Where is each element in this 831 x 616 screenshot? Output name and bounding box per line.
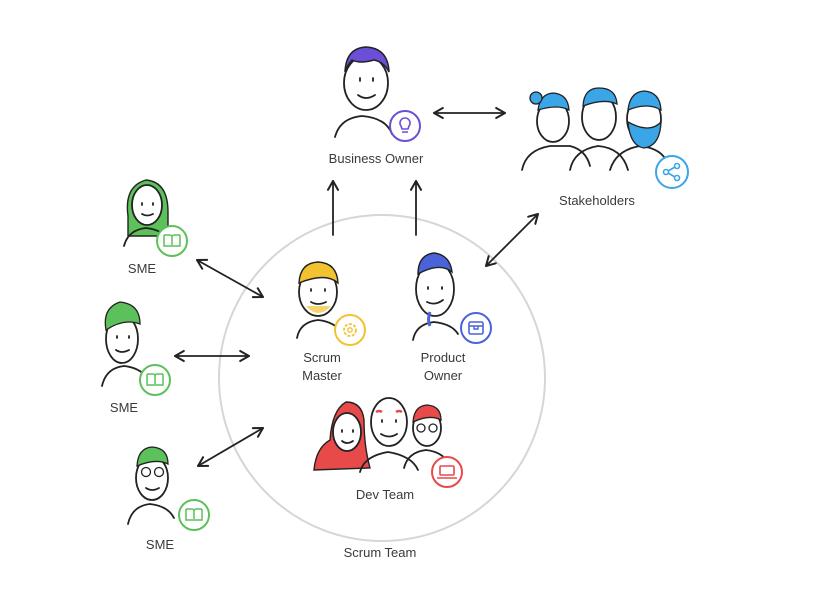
- sme-bottom-label: SME: [146, 537, 175, 552]
- share-icon: [655, 155, 689, 189]
- product-owner-label-line2: Owner: [424, 368, 463, 383]
- book-icon: [178, 499, 210, 531]
- dev-team-label: Dev Team: [356, 487, 414, 502]
- scrum-master-label-line1: Scrum: [303, 350, 341, 365]
- dev-team-avatar: [313, 397, 451, 473]
- scrum-team-label: Scrum Team: [344, 545, 417, 560]
- stakeholders-node: Stakeholders: [521, 87, 689, 208]
- business-owner-node: Business Owner: [329, 46, 424, 166]
- lightbulb-icon: [389, 110, 421, 142]
- dev-team-node: Dev Team: [313, 397, 463, 502]
- stakeholders-avatar: [521, 87, 669, 171]
- scrum-master-avatar: [296, 261, 343, 339]
- business-owner-avatar: [334, 46, 393, 138]
- arrow-product-owner-stakeholders: [484, 212, 540, 268]
- sme-middle-node: SME: [101, 301, 171, 415]
- product-owner-label-line1: Product: [421, 350, 466, 365]
- laptop-icon: [431, 456, 463, 488]
- scrum-master-node: Scrum Master: [296, 261, 366, 383]
- stakeholders-label: Stakeholders: [559, 193, 635, 208]
- sme-top-node: SME: [123, 179, 188, 276]
- product-owner-avatar: [412, 252, 459, 341]
- book-icon: [156, 225, 188, 257]
- sme-top-avatar: [123, 179, 171, 247]
- scrum-team-circle: [218, 214, 546, 542]
- product-owner-node: Product Owner: [412, 252, 492, 383]
- arrow-sme-bottom: [196, 426, 265, 468]
- business-owner-label: Business Owner: [329, 151, 424, 166]
- scrum-master-label-line2: Master: [302, 368, 342, 383]
- book-icon: [139, 364, 171, 396]
- connection-arrows: [173, 106, 540, 468]
- box-icon: [460, 312, 492, 344]
- sme-bottom-node: SME: [127, 446, 210, 552]
- gear-icon: [334, 314, 366, 346]
- sme-bottom-avatar: [127, 446, 175, 525]
- arrow-sme-top: [195, 258, 265, 299]
- sme-middle-label: SME: [110, 400, 139, 415]
- sme-top-label: SME: [128, 261, 157, 276]
